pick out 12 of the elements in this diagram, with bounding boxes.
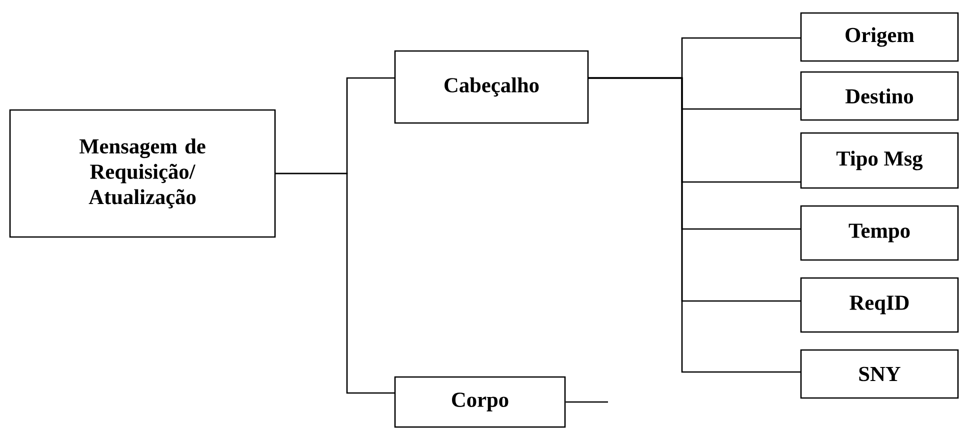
box: Tempo <box>800 205 959 261</box>
box: Destino <box>800 71 959 121</box>
connector-line <box>588 77 801 373</box>
box: Cabeçalho <box>394 50 589 124</box>
box: ReqID <box>800 277 959 333</box>
box: SNY <box>800 349 959 399</box>
connector-line <box>275 172 395 394</box>
connector-line <box>566 401 608 403</box>
box: Tipo Msg <box>800 132 959 189</box>
box: Mensagem de Requisição/ Atualização <box>9 109 276 238</box>
box: Origem <box>800 12 959 62</box>
box: Corpo <box>394 376 566 428</box>
